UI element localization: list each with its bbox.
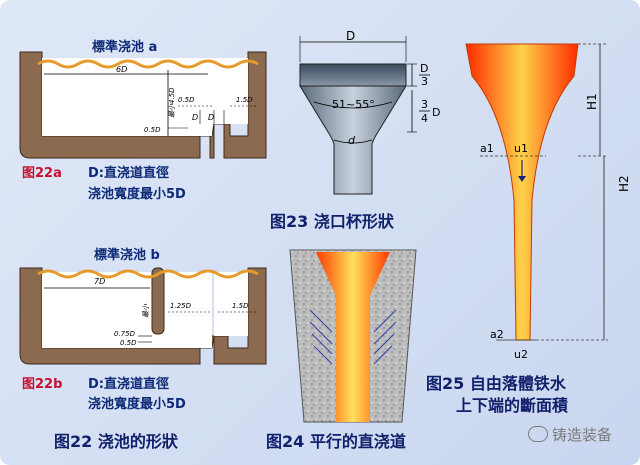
fig22a-dim-05d-b: 0.5D xyxy=(144,126,161,134)
fig23-caption: 图23 浇口杯形狀 xyxy=(270,212,394,231)
fig22b-dim-05d: 0.5D xyxy=(120,339,137,347)
fig24-diagram xyxy=(289,249,417,423)
fig22a-diagram: 6D 0.5D 1.5D D D 0.5D 最小4.5D xyxy=(19,51,267,159)
fig22b-dim-15d: 1.5D xyxy=(232,302,249,310)
fig22b-dim-075d: 0.75D xyxy=(114,330,136,338)
fig22a-dim-6d: 6D xyxy=(116,65,127,74)
fig22b-title: 標準浇池 b xyxy=(94,248,160,263)
fig22a-dim-15d: 1.5D xyxy=(236,96,253,104)
fig25-caption-line2: 上下端的斷面積 xyxy=(456,396,569,415)
fig23-bot-num: 3 xyxy=(421,98,428,111)
fig22a-title: 標準浇池 a xyxy=(92,40,158,55)
fig22a-desc-2: 浇池寬度最小5D xyxy=(88,187,186,202)
fig22b-diagram: 7D 1.25D 1.5D 0.75D 0.5D 最小 xyxy=(19,267,267,365)
watermark: 铸造装备 xyxy=(528,424,612,445)
fig22a-dim-05d-a: 0.5D xyxy=(178,96,195,104)
fig22b-dim-125d: 1.25D xyxy=(170,302,192,310)
fig25-a1: a1 xyxy=(480,142,494,155)
fig25-h1: H1 xyxy=(585,93,599,110)
fig25-diagram: H1 H2 a1 u1 a2 u2 xyxy=(465,43,631,361)
fig22a-dim-depth: 最小4.5D xyxy=(168,87,176,118)
fig22b-baffle xyxy=(151,267,165,335)
fig22a-dim-d2: D xyxy=(208,113,214,122)
fig22b-metal-surface xyxy=(37,269,259,279)
fig25-h2: H2 xyxy=(617,175,631,192)
fig23-bot-d: D xyxy=(432,106,440,119)
fig22a-cavity xyxy=(42,58,212,136)
fig22b-desc-2: 浇池寬度最小5D xyxy=(88,397,186,412)
fig22a-dim-d1: D xyxy=(192,113,198,122)
fig25-u1: u1 xyxy=(514,142,528,155)
fig22b-dim-depth: 最小 xyxy=(142,303,150,318)
fig23-top-num: D xyxy=(420,62,428,75)
fig25-falling-stream xyxy=(465,43,579,341)
fig22b-label: 图22b xyxy=(22,377,63,392)
fig23-diagram: D 51~55° d D 3 3 4 D xyxy=(299,29,440,195)
fig22b-dim-7d: 7D xyxy=(94,277,105,286)
fig22b-desc-1: D:直浇道直徑 xyxy=(88,377,169,392)
fig25-caption-line1: 图25 自由落體铁水 xyxy=(426,374,566,393)
fig22a-desc-1: D:直浇道直徑 xyxy=(88,166,169,181)
fig23-dim-d: D xyxy=(346,29,355,43)
watermark-text: 铸造装备 xyxy=(552,426,613,444)
fig23-bot-den: 4 xyxy=(421,112,428,125)
fig25-a2: a2 xyxy=(490,328,504,341)
fig24-caption: 图24 平行的直浇道 xyxy=(266,432,406,451)
fig22a-metal-surface xyxy=(37,59,259,69)
wechat-icon xyxy=(528,426,548,442)
fig22-caption: 图22 浇池的形狀 xyxy=(54,432,178,451)
fig23-cup-cone xyxy=(299,85,407,195)
fig23-angle: 51~55° xyxy=(332,98,375,111)
fig23-top-den: 3 xyxy=(421,75,428,88)
fig24-metal-stream xyxy=(316,252,390,422)
fig23-d: d xyxy=(348,134,356,147)
fig22a-label: 图22a xyxy=(22,166,62,181)
fig25-u2: u2 xyxy=(514,348,528,361)
fig23-cup-top xyxy=(299,63,407,87)
